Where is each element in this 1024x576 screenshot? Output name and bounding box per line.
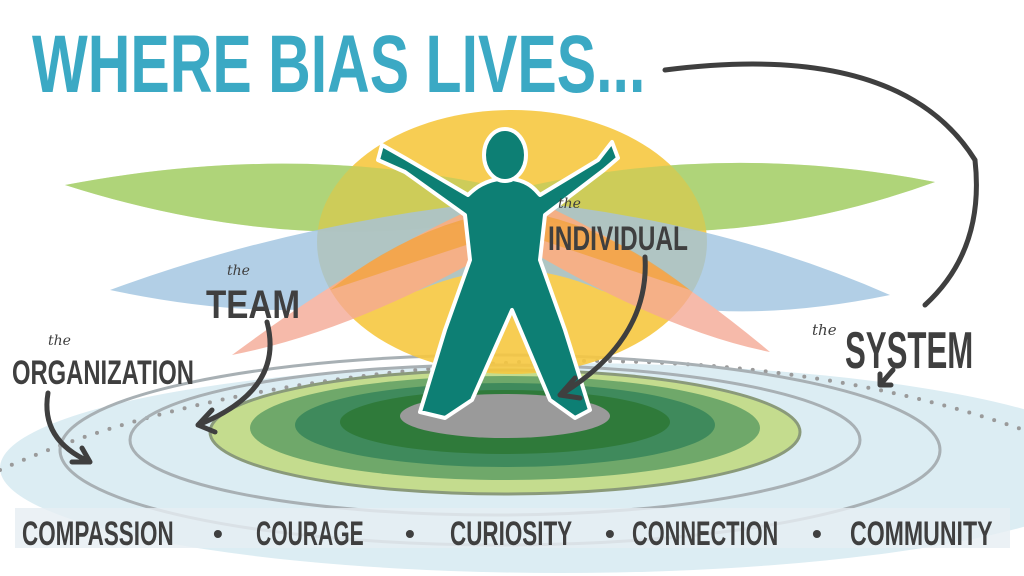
value-community: COMMUNITY: [850, 516, 993, 553]
individual-arrow: [557, 254, 648, 401]
person-figure: [376, 127, 620, 420]
individual-prefix: the: [558, 196, 581, 212]
value-curiosity: CURIOSITY: [450, 515, 572, 553]
team-label: TEAM: [206, 282, 300, 327]
separator: •: [213, 518, 223, 549]
system-arrow: [662, 61, 979, 308]
team-prefix: the: [227, 263, 250, 279]
system-label: SYSTEM: [845, 322, 973, 380]
title: WHERE BIAS LIVES...: [32, 19, 645, 111]
organization-prefix: the: [48, 333, 71, 349]
organization-arrow: [44, 390, 93, 465]
separator: •: [812, 518, 822, 549]
value-connection: CONNECTION: [632, 515, 778, 553]
value-courage: COURAGE: [256, 514, 364, 552]
system-small-arrow: [877, 367, 896, 388]
system-prefix: the: [812, 321, 837, 339]
value-compassion: COMPASSION: [22, 515, 174, 553]
separator: •: [405, 518, 415, 549]
organization-label: ORGANIZATION: [12, 354, 194, 392]
separator: •: [605, 518, 615, 549]
team-arrow: [195, 319, 273, 435]
individual-label: INDIVIDUAL: [548, 220, 688, 258]
values-band: [15, 508, 1010, 548]
